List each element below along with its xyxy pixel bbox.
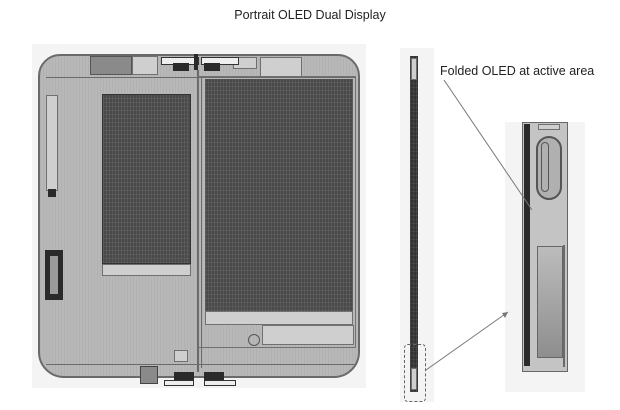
detail-battery-block bbox=[537, 246, 563, 358]
detail-selection-box bbox=[404, 344, 426, 402]
top-bezel-divider bbox=[46, 77, 356, 78]
center-fold-line-2 bbox=[201, 78, 202, 368]
left-display-bottom-strip bbox=[102, 264, 191, 276]
right-display-bottom-strip bbox=[205, 311, 353, 325]
side-view-bottom-detail bbox=[411, 368, 417, 390]
home-button-circle bbox=[248, 334, 260, 346]
folded-oled-inner-loop bbox=[541, 142, 549, 192]
top-hinge-block-right bbox=[204, 63, 220, 71]
right-display-active-area bbox=[205, 79, 353, 311]
top-hinge-connector-right bbox=[201, 57, 239, 65]
detail-dark-layer bbox=[524, 124, 530, 366]
figure-title: Portrait OLED Dual Display bbox=[234, 8, 386, 22]
bottom-hinge-block-left bbox=[174, 372, 194, 380]
bottom-bezel-divider bbox=[46, 364, 356, 365]
left-side-port-inner bbox=[50, 256, 58, 294]
bottom-hinge-block-right bbox=[204, 372, 224, 380]
right-display-frame bbox=[198, 76, 356, 348]
bottom-hinge-connector-left bbox=[164, 380, 194, 386]
left-display-active-area bbox=[102, 94, 191, 264]
top-component-light-block bbox=[132, 56, 158, 75]
bottom-usb-port bbox=[140, 366, 158, 384]
right-bottom-component bbox=[262, 325, 354, 345]
detail-right-edge bbox=[563, 245, 565, 367]
side-view-device bbox=[410, 56, 418, 392]
callout-label: Folded OLED at active area bbox=[440, 64, 595, 78]
top-component-dark-block bbox=[90, 56, 132, 75]
top-hinge-center bbox=[194, 54, 198, 70]
top-hinge-block-left bbox=[173, 63, 189, 71]
bottom-hinge-connector-right bbox=[204, 380, 236, 386]
side-view-top-detail bbox=[411, 58, 417, 80]
left-side-small-connector bbox=[48, 189, 56, 197]
detail-top-component bbox=[538, 124, 560, 130]
bottom-small-component bbox=[174, 350, 188, 362]
folded-oled-loop bbox=[536, 136, 562, 200]
